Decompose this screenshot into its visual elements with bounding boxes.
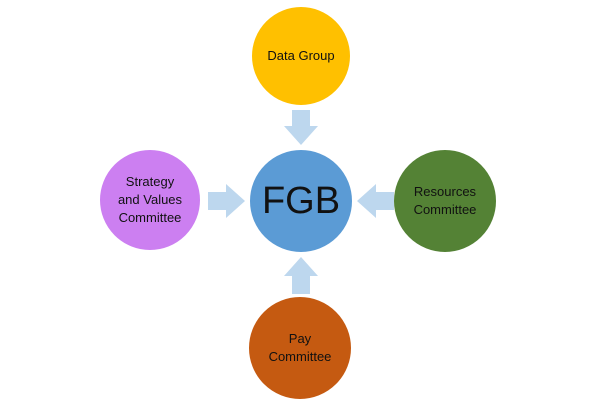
resources-committee-node: Resources Committee (392, 148, 498, 254)
arrow-left-shape (357, 184, 394, 218)
fgb-center-node: FGB (248, 148, 354, 254)
pay-committee-label: Pay Committee (268, 331, 332, 364)
resources-committee-label: Resources Committee (413, 184, 477, 217)
arrow-down-shape (284, 110, 318, 145)
strategy-values-committee-node: Strategy and Values Committee (98, 148, 202, 252)
arrow-down-icon (284, 110, 318, 145)
data-group-label: Data Group (267, 48, 335, 63)
arrow-up-shape (284, 257, 318, 294)
arrow-right-shape (208, 184, 245, 218)
arrow-left-icon (357, 184, 394, 218)
fgb-label: FGB (261, 180, 341, 222)
pay-committee-node: Pay Committee (247, 295, 353, 401)
strategy-values-committee-label: Strategy and Values Committee (117, 174, 183, 225)
data-group-node: Data Group (250, 5, 352, 107)
arrow-right-icon (208, 184, 245, 218)
arrow-up-icon (284, 257, 318, 294)
